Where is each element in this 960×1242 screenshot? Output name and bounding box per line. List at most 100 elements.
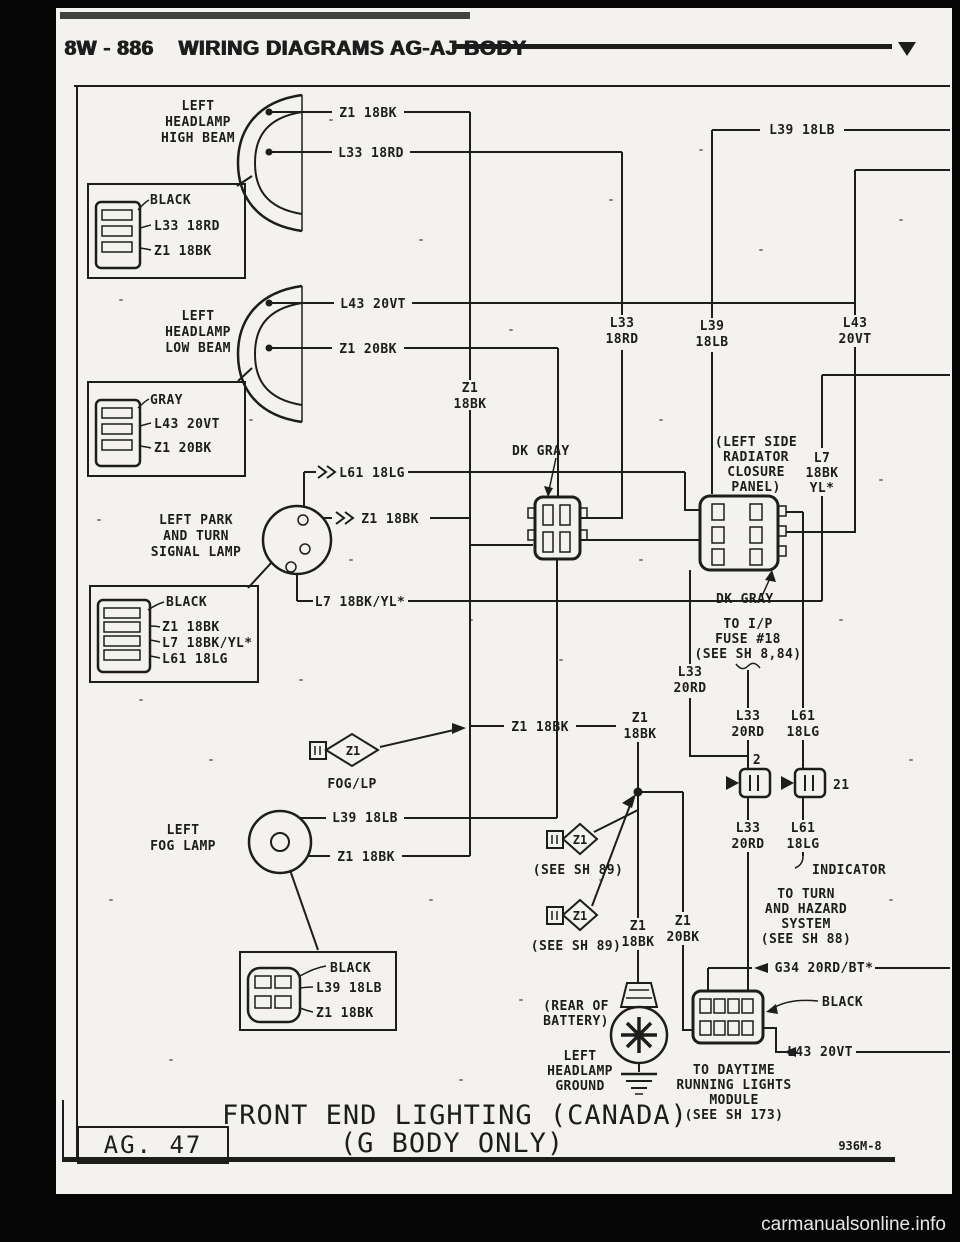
connector-color: BLACK [822,995,863,1010]
wire-l33-high-beam-feed [272,151,623,519]
wire-label: L33 [610,316,635,331]
wire-label: Z1 [462,381,478,396]
fog-lamp-connector-box [239,951,397,1031]
page-number: AG. 47 [104,1131,203,1159]
wire-label: L43 20VT [340,297,406,312]
connector-wire: Z1 18BK [162,620,220,635]
inline-connector-21 [781,767,827,799]
radiator-panel-connector-c2 [698,494,787,597]
connector-wire: L7 18BK/YL* [162,636,253,651]
connector-wire: Z1 18BK [154,244,212,259]
wire-l43-drl-output [763,1027,950,1053]
connector-wire: Z1 20BK [154,441,212,456]
turn-hazard-note: (SEE SH 88) [761,932,852,947]
left-fog-lamp-symbol [247,809,319,951]
splice-id: Z1 [346,744,360,758]
left-headlamp-low-beam-symbol [236,284,303,424]
headlamp-ground-eyelet-symbol [609,982,669,1095]
wire-label: L43 20VT [787,1045,853,1060]
connector-color: BLACK [330,961,371,976]
inline-connector-2 [726,767,772,799]
wire-l43-low-beam-feed [272,169,950,533]
wire-l61-park-turn-feed [303,471,804,856]
wire-label: L7 [814,451,830,466]
connector-color: DK GRAY [716,592,774,607]
wire-label: 18BK [806,466,839,481]
connector-wire: Z1 18BK [316,1006,374,1021]
wire-label: 18BK [624,727,657,742]
high-beam-connector-box [87,183,246,279]
ground-label: LEFT [564,1049,597,1064]
header-rule [452,44,892,49]
wire-label: 20RD [674,681,707,696]
connector-wire: L61 18LG [162,652,228,667]
wire-l39-fog-feed [300,129,950,819]
high-beam-label: LEFT [182,99,215,114]
fog-lamp-label: LEFT [167,823,200,838]
low-beam-label: LEFT [182,309,215,324]
low-beam-label: HEADLAMP [165,325,231,340]
brace-icon [735,662,761,670]
wire-label: 18BK [454,397,487,412]
wire-label: Z1 20BK [339,342,397,357]
wire-l7-turn-signal [296,374,950,602]
park-turn-label: LEFT PARK [159,513,233,528]
watermark: carmanualsonline.info [761,1214,946,1235]
wire-label: Z1 18BK [337,850,395,865]
sheet-code: 936M-8 [838,1139,881,1153]
high-beam-label: HEADLAMP [165,115,231,130]
inline-connector-number: 2 [753,753,761,768]
drl-module-note: TO DAYTIME [693,1063,775,1078]
left-headlamp-high-beam-symbol [236,93,303,233]
page-header-code: 8W - 886 [64,37,153,60]
low-beam-label: LOW BEAM [165,341,231,356]
diagram-title: FRONT END LIGHTING (CANADA) [222,1100,688,1131]
indicator-note: INDICATOR [812,863,886,878]
wire-label: 18RD [606,332,639,347]
inline-connector-number: 21 [833,778,849,793]
footer-rule [63,1157,895,1162]
splice-diamond-1 [546,809,639,856]
headlamp-harness-connector-c1 [527,457,588,561]
splice-diamond-2 [546,794,636,932]
wire-g34-drl [707,967,950,991]
drl-module-note: MODULE [709,1093,758,1108]
splice-id: Z1 [573,909,587,923]
wire-label: L61 [791,821,816,836]
page-header-title: WIRING DIAGRAMS AG-AJ BODY [178,37,526,60]
wire-label: L61 18LG [339,466,405,481]
wire-label: Z1 [675,914,691,929]
ground-label: HEADLAMP [547,1064,613,1079]
fog-lamp-label: FOG LAMP [150,839,216,854]
wire-label: Z1 [630,919,646,934]
splice-id: Z1 [573,833,587,847]
wire-label: L43 [843,316,868,331]
high-beam-label: HIGH BEAM [161,131,235,146]
connector-color: BLACK [150,193,191,208]
wire-label: L33 [736,709,761,724]
connector-color: DK GRAY [512,444,570,459]
splice-note: (SEE SH 89) [531,939,622,954]
location-note: CLOSURE [727,465,785,480]
wire-l33-20rd-fuse-feed [689,570,749,991]
wire-label: 18BK [622,935,655,950]
drl-module-note: RUNNING LIGHTS [676,1078,791,1093]
low-beam-connector-box [87,381,246,477]
location-note: (REAR OF [543,999,609,1014]
wire-label: 20BK [667,930,700,945]
wire-label: L39 [700,319,725,334]
location-note: (LEFT SIDE [715,435,797,450]
turn-hazard-note: AND HAZARD [765,902,847,917]
wire-label: 18LB [696,335,729,350]
wire-label: 18LG [787,837,820,852]
wire-label: 18LG [787,725,820,740]
park-turn-connector-box [89,585,259,683]
wire-label: Z1 [632,711,648,726]
arrow-left-icon [754,963,768,973]
turn-hazard-note: TO TURN [777,887,835,902]
wire-label: L39 18LB [332,811,398,826]
arrow-left-icon [784,1047,796,1057]
wire-label: L39 18LB [769,123,835,138]
